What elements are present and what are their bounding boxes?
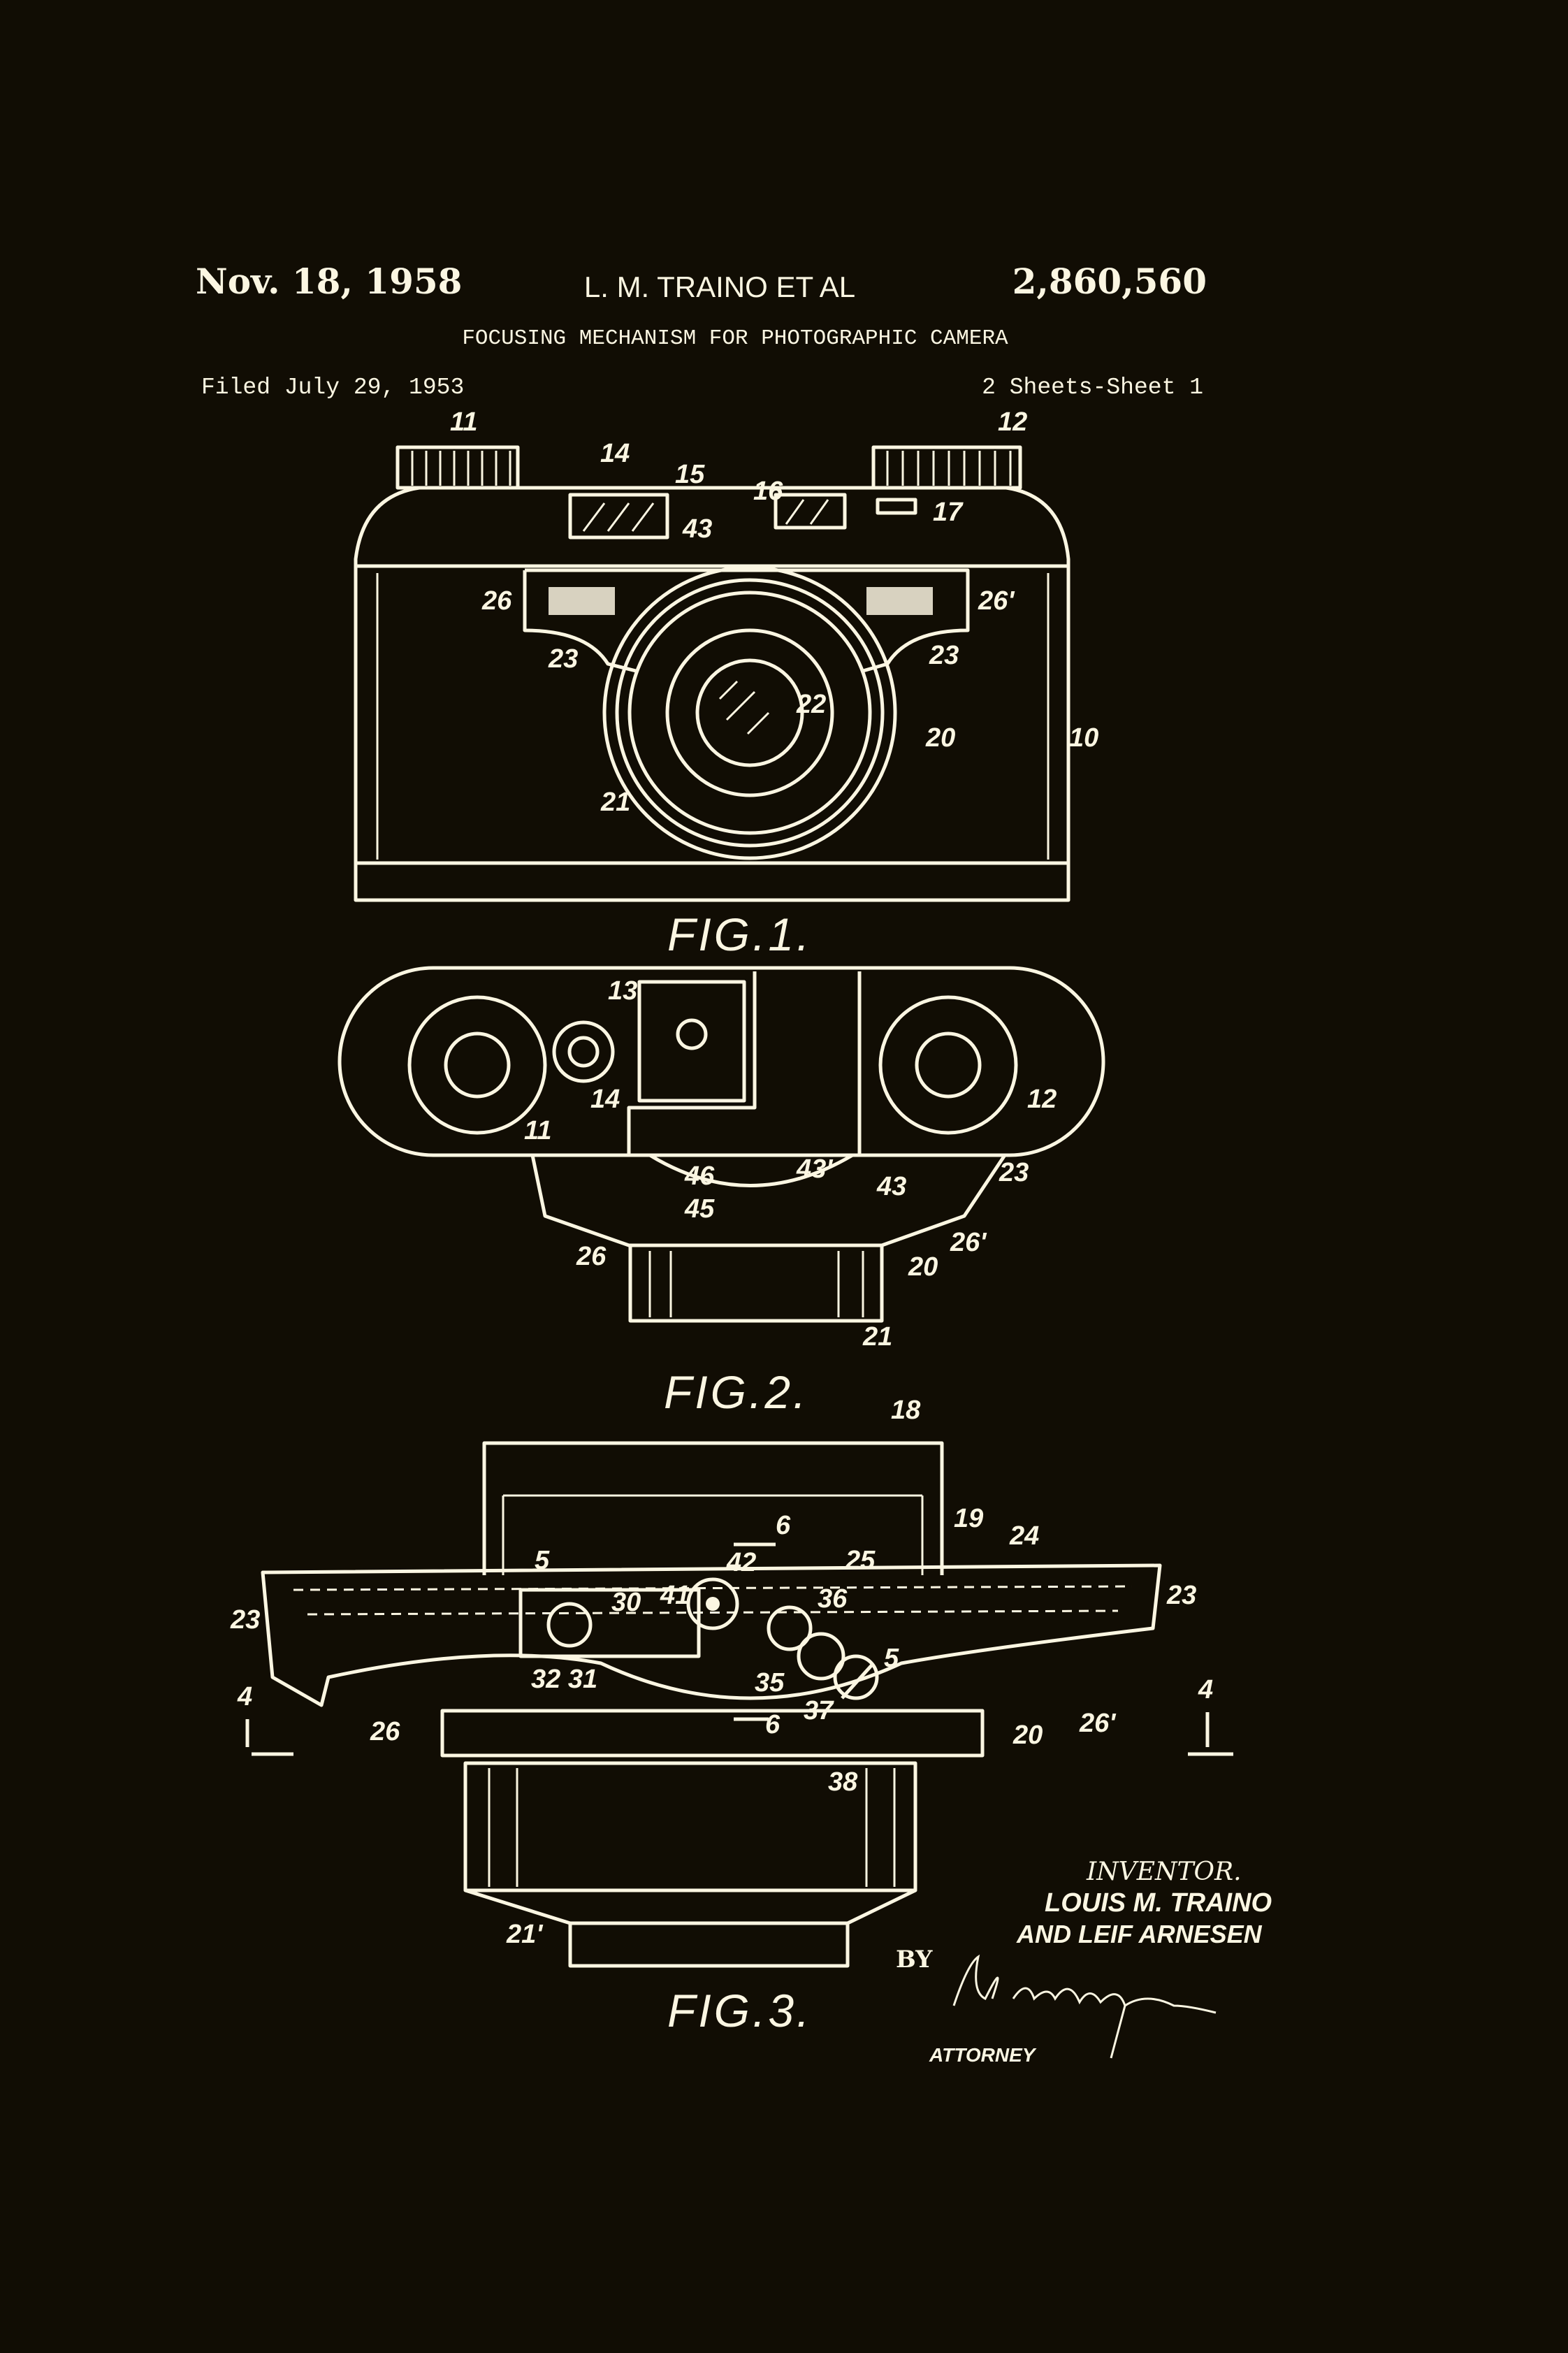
reference-numeral: 26 <box>481 586 512 616</box>
reference-numeral: 15 <box>675 460 705 489</box>
reference-numeral: 17 <box>933 498 964 527</box>
reference-numeral: 38 <box>828 1767 858 1797</box>
reference-numeral: 23 <box>230 1605 260 1635</box>
figure-2-top-view: FIG.2. <box>337 966 1105 1418</box>
patent-date: Nov. 18, 1958 <box>196 261 462 302</box>
reference-numeral: 6 <box>765 1710 781 1739</box>
reference-numeral: 21' <box>506 1920 544 1949</box>
reference-numeral: 24 <box>1009 1521 1039 1551</box>
reference-numeral: 11 <box>450 407 477 437</box>
reference-numeral: 18 <box>891 1396 921 1425</box>
figure-3-label: FIG.3. <box>667 1985 812 2036</box>
reference-numeral: 21 <box>862 1322 892 1352</box>
reference-numeral: 4 <box>237 1682 252 1711</box>
reference-numeral: 20 <box>925 723 955 753</box>
reference-numeral: 42 <box>726 1548 756 1577</box>
reference-numeral: 14 <box>590 1085 620 1114</box>
reference-numeral: 45 <box>684 1194 715 1224</box>
reference-numeral: 16 <box>753 477 783 506</box>
reference-numeral: 13 <box>608 976 637 1006</box>
reference-numeral: 46 <box>684 1161 715 1191</box>
attorney-label: ATTORNEY <box>929 2044 1037 2066</box>
reference-numeral: 43 <box>876 1172 906 1201</box>
reference-numeral: 6 <box>776 1511 791 1540</box>
reference-numeral: 21 <box>600 788 630 817</box>
reference-numeral: 4 <box>1198 1675 1213 1704</box>
reference-numeral: 11 <box>524 1116 551 1145</box>
reference-numeral: 30 <box>611 1588 641 1617</box>
reference-numeral: 43' <box>796 1154 834 1184</box>
reference-numeral: 12 <box>998 407 1027 437</box>
reference-numeral: 32 31 <box>531 1665 597 1694</box>
sheet-count: 2 Sheets-Sheet 1 <box>982 375 1203 400</box>
reference-numeral: 23 <box>999 1158 1029 1187</box>
reference-numeral: 23 <box>929 641 959 670</box>
attorney-signature <box>952 1954 1217 2059</box>
reference-numeral: 26 <box>370 1717 400 1746</box>
figure-1-front-view: FIG.1. <box>354 445 1070 960</box>
reference-numeral: 36 <box>818 1584 848 1614</box>
reference-numeral: 22 <box>796 690 826 719</box>
reference-numerals: 11 12 14 15 16 17 43 26 26' 23 23 22 20 10 21 13 12 11 14 4… <box>230 407 1213 1949</box>
reference-numeral: 14 <box>600 439 630 468</box>
reference-numeral: 26' <box>978 586 1015 616</box>
reference-numeral: 5 <box>535 1546 550 1575</box>
figure-2-label: FIG.2. <box>664 1366 808 1418</box>
reference-numeral: 12 <box>1027 1085 1057 1114</box>
patent-title: FOCUSING MECHANISM FOR PHOTOGRAPHIC CAME… <box>462 326 1008 351</box>
reference-numeral: 26 <box>576 1242 607 1271</box>
figure-3-section-view: FIG.3. <box>245 1441 1233 2036</box>
reference-numeral: 41 <box>660 1581 690 1610</box>
reference-numeral: 37 <box>804 1696 834 1725</box>
filed-date: Filed July 29, 1953 <box>201 375 464 400</box>
reference-numeral: 10 <box>1069 723 1098 753</box>
reference-numeral: 23 <box>1166 1581 1196 1610</box>
reference-numeral: 35 <box>755 1668 785 1697</box>
reference-numeral: 26' <box>1079 1709 1117 1738</box>
inventor-short: L. M. TRAINO ET AL <box>584 270 855 303</box>
inventor-name-2: AND LEIF ARNESEN <box>1016 1920 1263 1948</box>
patent-number: 2,860,560 <box>1012 261 1207 302</box>
reference-numeral: 23 <box>548 644 578 674</box>
figure-1-label: FIG.1. <box>667 908 812 960</box>
reference-numeral: 25 <box>845 1546 876 1575</box>
reference-numeral: 43 <box>682 514 712 544</box>
inventor-name-1: LOUIS M. TRAINO <box>1045 1888 1272 1918</box>
by-label: BY <box>896 1946 933 1974</box>
reference-numeral: 20 <box>1012 1721 1043 1750</box>
inventor-heading: INVENTOR. <box>1086 1858 1242 1886</box>
reference-numeral: 20 <box>908 1252 938 1282</box>
reference-numeral: 5 <box>884 1644 899 1673</box>
reference-numeral: 26' <box>950 1228 987 1257</box>
reference-numeral: 19 <box>954 1504 983 1533</box>
